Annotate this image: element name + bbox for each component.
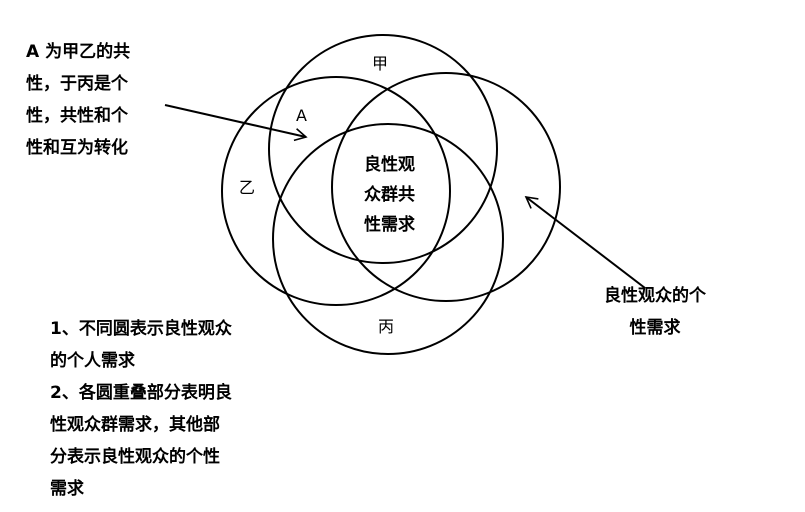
right-line: 良性观众的个 — [604, 286, 706, 306]
notes: 1、不同圆表示良性观众 的个人需求 2、各圆重叠部分表明良 性观众群需求，其他部… — [50, 313, 232, 505]
circle-yi — [221, 76, 451, 306]
label-yi: 乙 — [239, 178, 256, 197]
note-line: 的个人需求 — [50, 351, 135, 371]
circle-bing — [272, 123, 504, 355]
note-line: 2、各圆重叠部分表明良 — [50, 383, 232, 403]
center-line: 性需求 — [364, 215, 415, 235]
annotation-line: 性和互为转化 — [26, 138, 128, 158]
note-line: 分表示良性观众的个性 — [50, 447, 220, 467]
arrow-right — [524, 195, 646, 289]
note-line: 1、不同圆表示良性观众 — [50, 319, 232, 339]
center-line: 众群共 — [364, 185, 415, 205]
annotation-line: 性，于丙是个 — [26, 74, 128, 94]
center-line: 良性观 — [364, 155, 415, 175]
right-text: 良性观众的个 性需求 — [590, 280, 720, 344]
circle-right — [331, 72, 561, 302]
center-text: 良性观 众群共 性需求 — [364, 150, 415, 240]
arrow-left — [164, 104, 308, 142]
label-bing: 丙 — [378, 317, 395, 336]
right-line: 性需求 — [629, 318, 681, 338]
note-line: 需求 — [50, 479, 84, 499]
annotation-line: 性，共性和个 — [26, 106, 128, 126]
note-line: 性观众群需求，其他部 — [50, 415, 220, 435]
annotation-line: A 为甲乙的共 — [26, 42, 131, 62]
annotation-a: A 为甲乙的共 性，于丙是个 性，共性和个 性和互为转化 — [26, 36, 130, 164]
label-jia: 甲 — [372, 54, 389, 73]
label-a: A — [296, 106, 307, 125]
circle-jia — [268, 34, 498, 264]
